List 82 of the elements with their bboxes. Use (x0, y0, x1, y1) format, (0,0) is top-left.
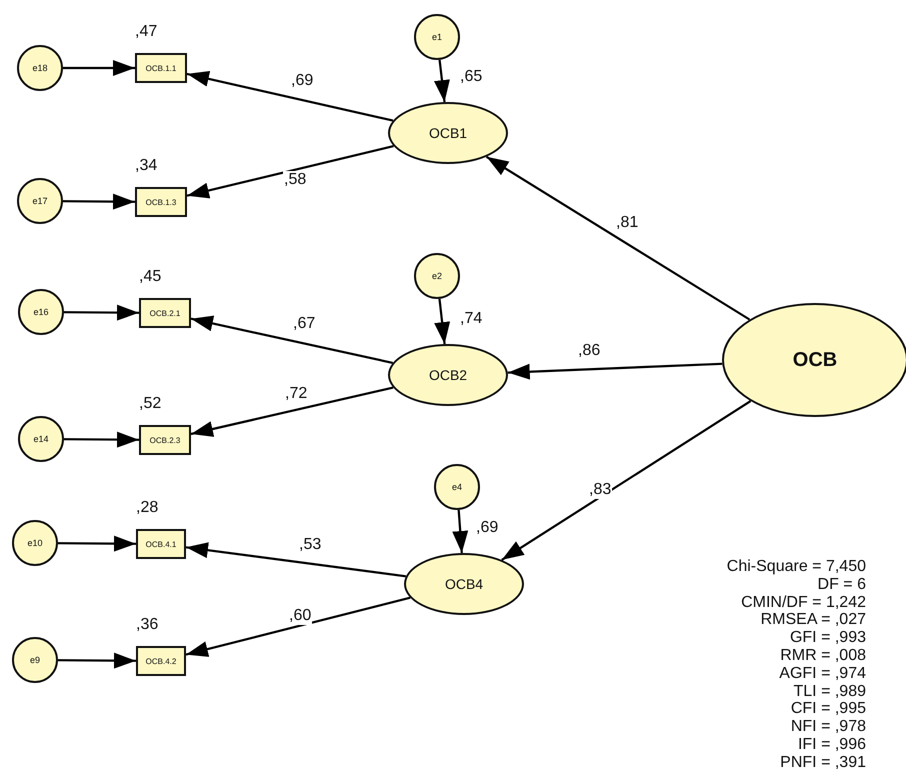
edge-label: ,60 (288, 607, 312, 625)
variable-label: OCB.4.2 (146, 656, 176, 666)
arrow (508, 362, 722, 380)
error-label: e10 (27, 538, 43, 548)
r-squared-value: ,74 (460, 310, 482, 328)
edge-label: ,58 (283, 171, 308, 189)
r-squared-value: ,52 (139, 395, 162, 413)
arrow (186, 70, 394, 122)
error-label: e18 (32, 63, 48, 73)
error-circle (12, 520, 58, 566)
error-label: e9 (30, 655, 40, 665)
r-squared-value: ,45 (139, 268, 162, 286)
error-circle (18, 289, 64, 335)
fit-statistic: AGFI = ,974 (779, 664, 866, 683)
error-label: e17 (32, 196, 48, 206)
edge-label: ,83 (588, 481, 612, 499)
arrow (501, 400, 752, 561)
arrow (63, 60, 135, 76)
variable-label: OCB.4.1 (146, 540, 176, 548)
error-label: e16 (33, 307, 49, 317)
fit-statistic: RMR = ,008 (780, 647, 866, 665)
arrow (186, 542, 406, 578)
error-circle (18, 416, 64, 462)
arrow (58, 652, 136, 669)
observed-variable-box (135, 53, 187, 83)
variable-label: OCB (792, 348, 838, 372)
edge-label: ,72 (284, 385, 308, 403)
fit-statistic: CMIN/DF = 1,242 (741, 594, 866, 612)
variable-label: OCB.2.1 (150, 308, 180, 318)
r-squared-value: ,36 (136, 616, 158, 634)
r-squared-value: ,34 (135, 157, 158, 175)
fit-statistic: IFI = ,996 (798, 736, 866, 754)
fit-statistic: RMSEA = ,027 (760, 611, 866, 630)
r-squared-value: ,65 (460, 68, 482, 86)
observed-variable-box (136, 646, 186, 676)
error-label: e2 (432, 271, 442, 281)
arrow (64, 432, 139, 448)
variable-label: OCB.1.3 (146, 198, 176, 206)
error-label: e1 (432, 32, 442, 42)
edge-label: ,53 (298, 536, 322, 554)
error-circle (12, 637, 58, 683)
arrow (434, 60, 450, 102)
observed-variable-box (139, 298, 191, 328)
error-label: e4 (452, 482, 462, 492)
fit-statistic: NFI = ,978 (790, 718, 866, 736)
edge-label: ,69 (290, 72, 314, 90)
edge-label: ,81 (615, 214, 640, 232)
fit-statistic: GFI = ,993 (790, 629, 866, 648)
r-squared-value: ,47 (135, 23, 158, 41)
arrow (63, 194, 135, 210)
arrow (190, 316, 394, 364)
fit-statistic: PNFI = ,391 (780, 754, 866, 772)
observed-variable-box (136, 529, 186, 559)
fit-statistic: TLI = ,989 (794, 682, 866, 701)
variable-label: OCB4 (444, 576, 484, 592)
r-squared-value: ,28 (136, 499, 158, 517)
error-circle (17, 178, 63, 224)
fit-statistic: DF = 6 (818, 576, 866, 594)
arrow (186, 596, 410, 657)
variable-label: OCB.2.3 (150, 436, 180, 444)
observed-variable-box (135, 187, 187, 217)
arrow (186, 145, 394, 198)
fit-statistic: Chi-Square = 7,450 (726, 558, 866, 576)
variable-label: OCB2 (428, 367, 468, 383)
edge-label: ,67 (292, 315, 316, 333)
error-circle (414, 14, 460, 60)
arrow (452, 510, 468, 554)
arrow (58, 536, 136, 552)
variable-label: OCB1 (428, 125, 468, 141)
fit-statistic: CFI = ,995 (790, 700, 866, 718)
observed-variable-box (139, 425, 191, 455)
error-circle (17, 45, 63, 91)
arrow (434, 298, 450, 344)
error-circle (414, 253, 460, 299)
r-squared-value: ,69 (476, 519, 498, 537)
variable-label: OCB.1.1 (146, 64, 176, 72)
edge-label: ,86 (577, 342, 602, 360)
error-circle (434, 464, 480, 510)
error-label: e14 (33, 434, 49, 444)
arrow (486, 156, 750, 320)
arrow (190, 386, 394, 437)
arrow (64, 304, 139, 321)
